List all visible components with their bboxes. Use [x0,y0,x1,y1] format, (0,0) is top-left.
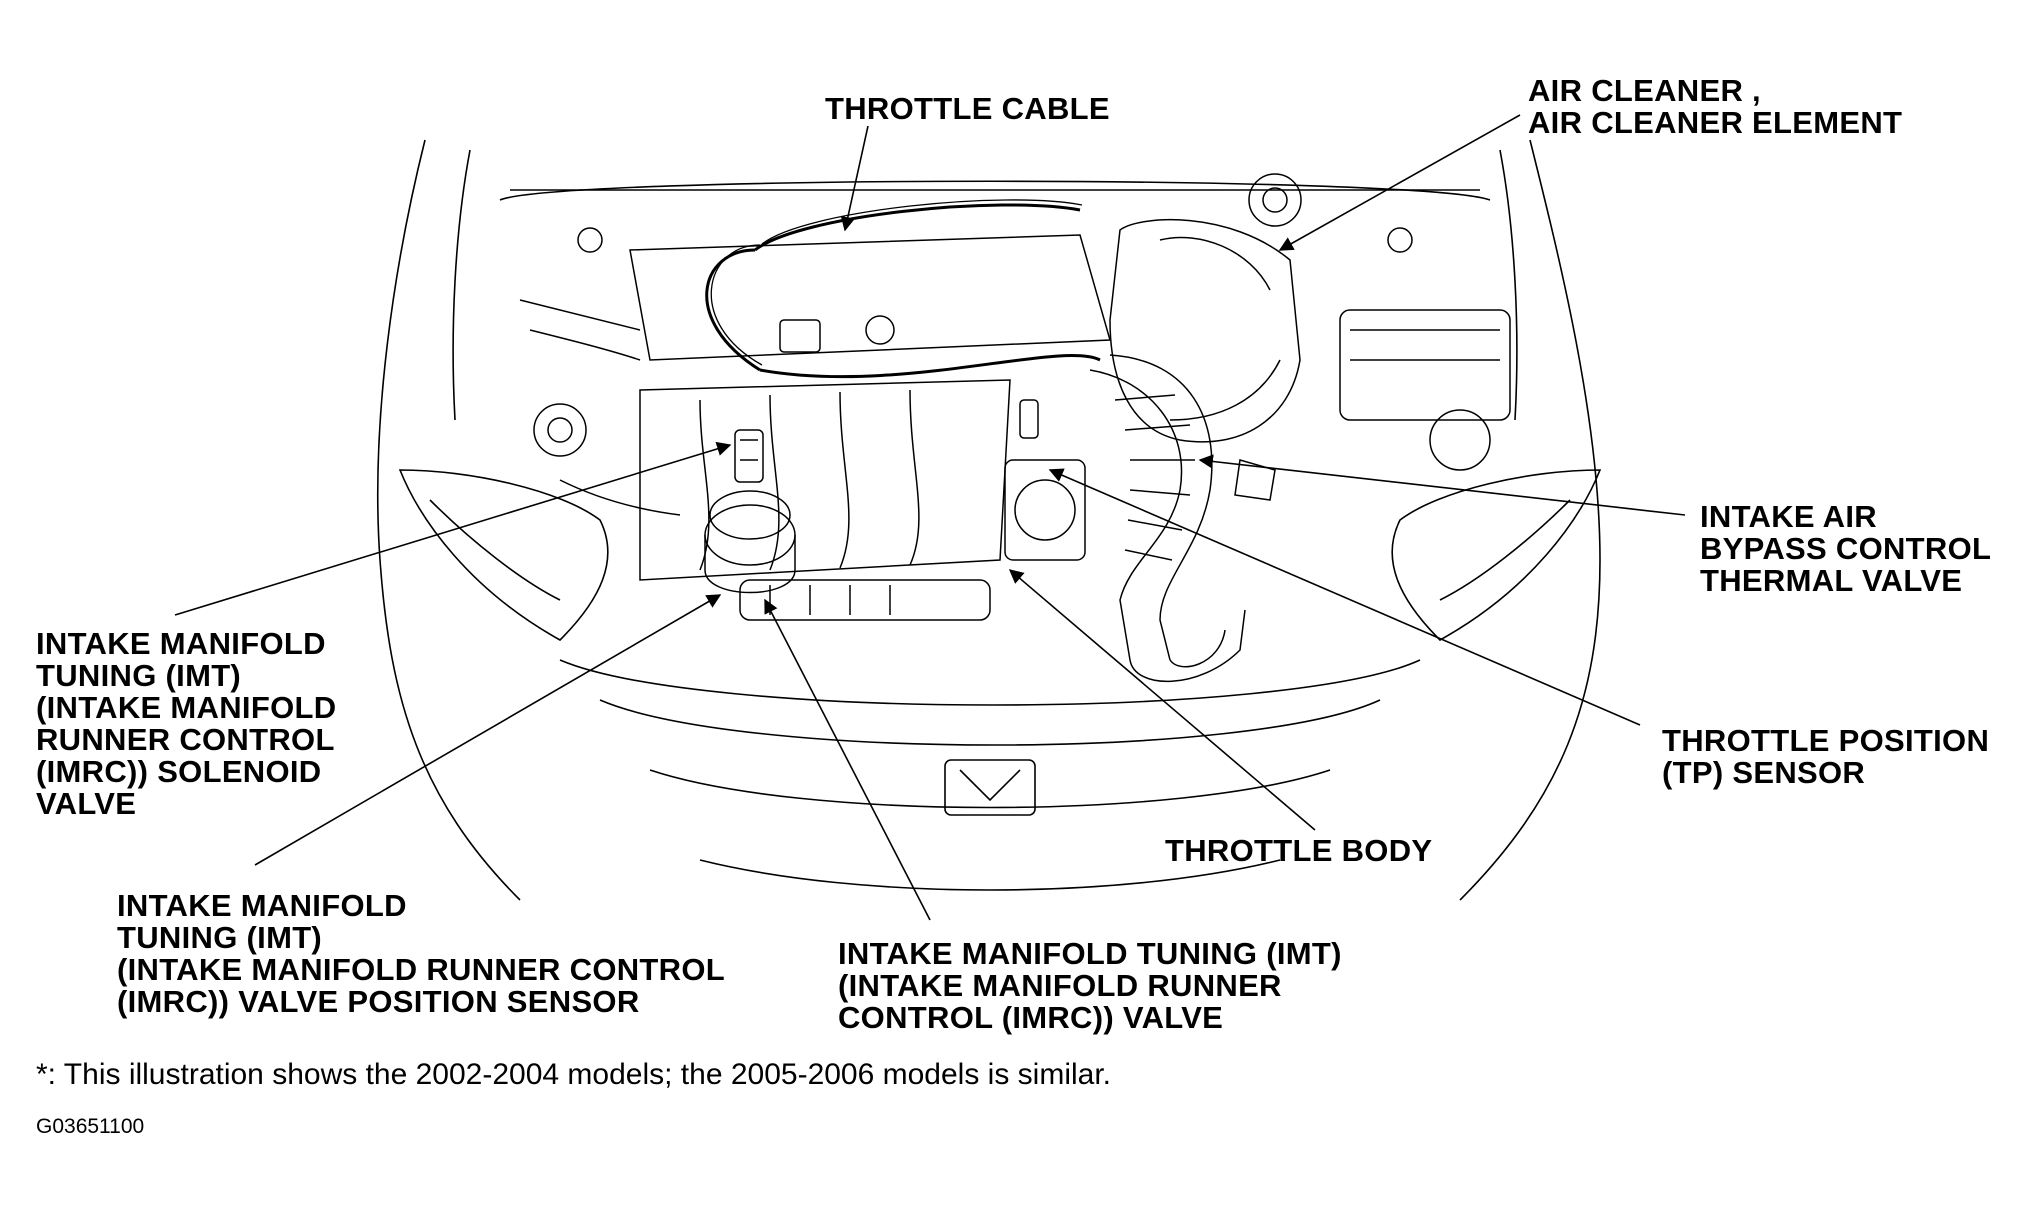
air-cleaner-label: AIR CLEANER , AIR CLEANER ELEMENT [1528,73,1903,140]
imt-valve-label: INTAKE MANIFOLD TUNING (IMT) (INTAKE MAN… [838,936,1342,1035]
throttle-body-label: THROTTLE BODY [1165,833,1433,868]
leader-tp-sensor [1048,468,1641,726]
leader-imt-valve [764,598,931,921]
imt-position-sensor-label: INTAKE MANIFOLD TUNING (IMT) (INTAKE MAN… [117,888,726,1019]
leader-lines [174,114,1686,921]
engine-block [519,173,1511,683]
throttle-cable-route-thin [710,199,1083,366]
leader-imt-position-sensor [254,594,722,866]
leader-bypass-valve [1198,454,1686,516]
throttle-cable-label: THROTTLE CABLE [825,91,1110,126]
imt-solenoid-label: INTAKE MANIFOLD TUNING (IMT) (INTAKE MAN… [36,626,337,821]
bypass-valve-label: INTAKE AIR BYPASS CONTROL THERMAL VALVE [1700,499,1992,598]
leader-throttle-body [1008,569,1316,831]
throttle-cable-route [705,203,1101,379]
tp-sensor-label: THROTTLE POSITION (TP) SENSOR [1662,723,1990,790]
figure-id: G03651100 [36,1115,145,1138]
leader-imt-solenoid [174,441,732,616]
leader-air-cleaner [1278,114,1521,251]
leader-throttle-cable [840,125,869,232]
car-body-outline [376,139,1602,901]
illustration-footnote: *: This illustration shows the 2002-2004… [36,1058,1112,1091]
